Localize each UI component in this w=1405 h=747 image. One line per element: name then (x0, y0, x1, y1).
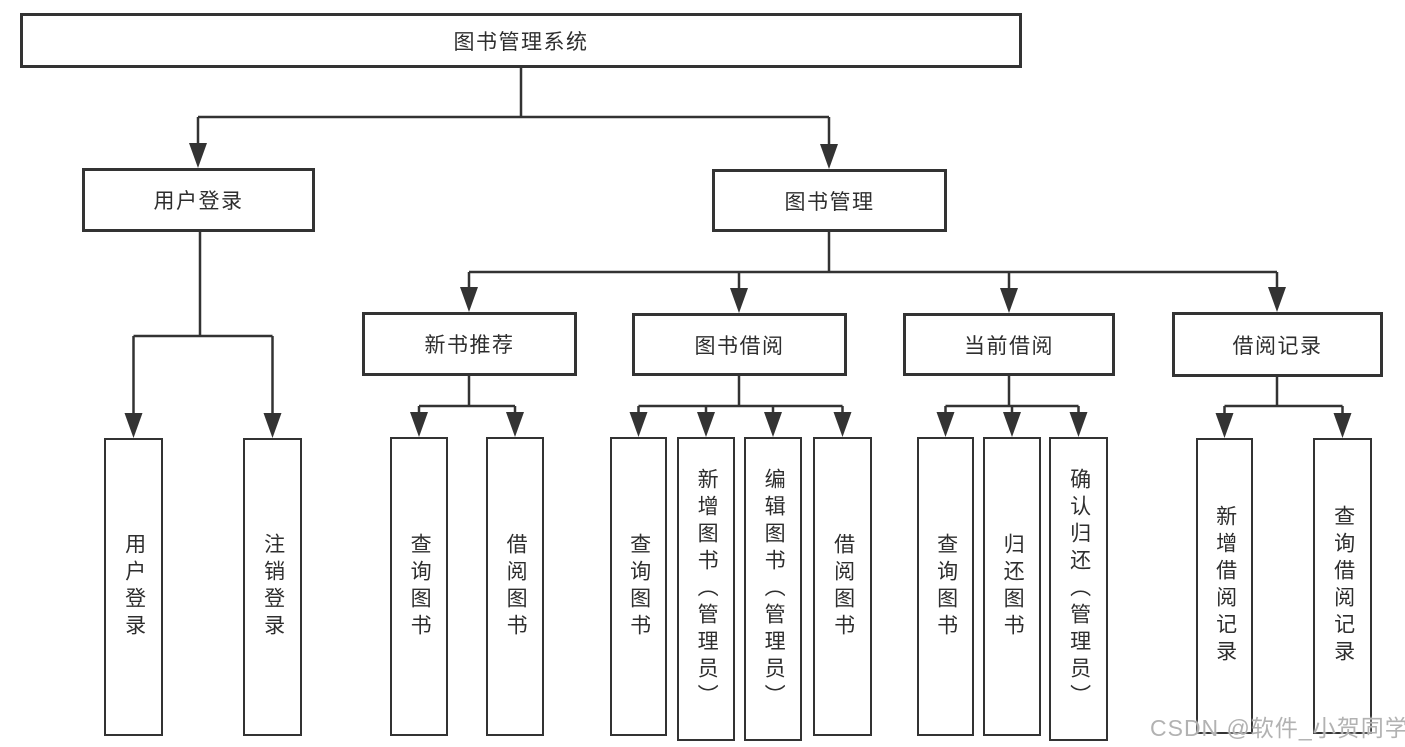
node-book-management: 图书管理 (712, 169, 947, 232)
node-root: 图书管理系统 (20, 13, 1022, 68)
node-book-management-label: 图书管理 (784, 190, 875, 214)
node-book-borrow-label: 图书借阅 (694, 334, 785, 358)
node-new-book-recommend: 新书推荐 (362, 312, 577, 376)
node-current-borrow: 当前借阅 (903, 313, 1115, 376)
node-user-login: 用户登录 (82, 168, 315, 232)
node-root-label: 图书管理系统 (453, 30, 589, 54)
leaf-logout: 注销登录 (243, 438, 302, 736)
leaf-add-books-admin-label: 新增图书（管理员） (695, 467, 719, 711)
leaf-add-books-admin: 新增图书（管理员） (677, 437, 735, 741)
leaf-query-borrow-record: 查询借阅记录 (1313, 438, 1372, 734)
node-user-login-label: 用户登录 (153, 190, 244, 213)
leaf-query-borrow-record-label: 查询借阅记录 (1331, 505, 1355, 667)
leaf-borrow-books-2-label: 借阅图书 (831, 532, 855, 641)
node-current-borrow-label: 当前借阅 (964, 334, 1054, 358)
csdn-watermark: CSDN @软件_小贺同学 (1150, 715, 1405, 741)
leaf-return-books-label: 归还图书 (1001, 532, 1025, 641)
leaf-borrow-books-1: 借阅图书 (486, 437, 544, 736)
leaf-confirm-return-admin-label: 确认归还（管理员） (1067, 467, 1091, 711)
leaf-query-books-2-label: 查询图书 (627, 532, 651, 641)
leaf-add-borrow-record: 新增借阅记录 (1196, 438, 1253, 734)
leaf-edit-books-admin-label: 编辑图书（管理员） (762, 467, 786, 711)
node-new-book-recommend-label: 新书推荐 (424, 334, 515, 357)
leaf-query-books-3: 查询图书 (917, 437, 974, 736)
leaf-add-borrow-record-label: 新增借阅记录 (1213, 505, 1237, 667)
leaf-query-books-2: 查询图书 (610, 437, 667, 736)
leaf-return-books: 归还图书 (983, 437, 1041, 736)
leaf-query-books-3-label: 查询图书 (934, 532, 958, 641)
leaf-borrow-books-1-label: 借阅图书 (504, 532, 528, 641)
leaf-user-login-label: 用户登录 (122, 533, 146, 641)
leaf-logout-label: 注销登录 (261, 533, 285, 641)
leaf-query-books-1-label: 查询图书 (408, 532, 432, 641)
leaf-borrow-books-2: 借阅图书 (813, 437, 872, 736)
leaf-query-books-1: 查询图书 (390, 437, 448, 736)
leaf-edit-books-admin: 编辑图书（管理员） (744, 437, 802, 741)
leaf-user-login: 用户登录 (104, 438, 163, 736)
node-borrow-records: 借阅记录 (1172, 312, 1383, 377)
node-borrow-records-label: 借阅记录 (1232, 334, 1323, 358)
node-book-borrow: 图书借阅 (632, 313, 847, 376)
leaf-confirm-return-admin: 确认归还（管理员） (1049, 437, 1108, 741)
